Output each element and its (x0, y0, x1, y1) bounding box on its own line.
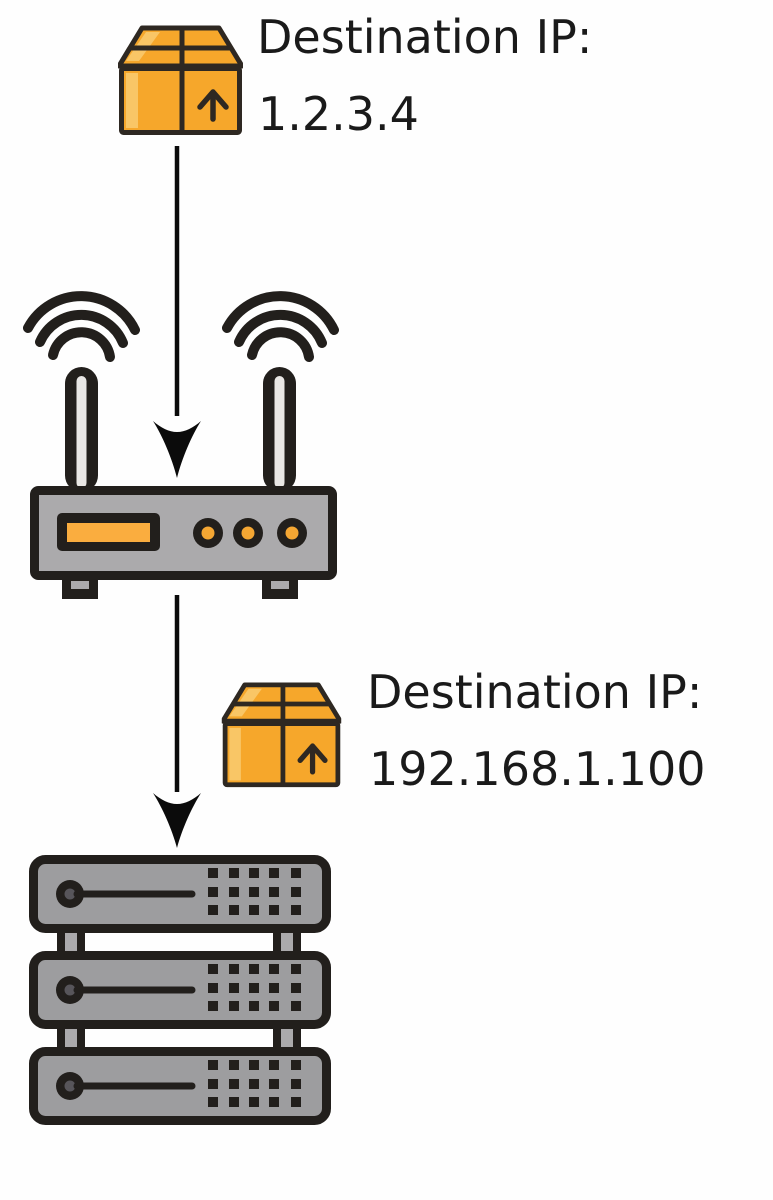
router-leds (193, 518, 307, 548)
wireless-router-icon (23, 291, 339, 599)
package-icon (118, 25, 243, 138)
package-icon (220, 682, 343, 790)
arrow-down-icon (153, 595, 201, 848)
wan-packet-label-line1: Destination IP: (257, 10, 593, 64)
lan-packet-label-line1: Destination IP: (367, 665, 703, 719)
server-unit (29, 1047, 331, 1125)
lan-packet-label-line2: 192.168.1.100 (369, 742, 706, 796)
wifi-signal-icon (23, 291, 140, 362)
antenna (263, 367, 296, 492)
arrow-down-icon (153, 146, 201, 478)
server-rack-icon (29, 855, 331, 1125)
server-unit (29, 951, 331, 1029)
wan-packet-label-line2: 1.2.3.4 (258, 87, 419, 141)
antenna (65, 367, 98, 492)
wifi-signal-icon (222, 291, 339, 362)
server-unit (29, 855, 331, 933)
